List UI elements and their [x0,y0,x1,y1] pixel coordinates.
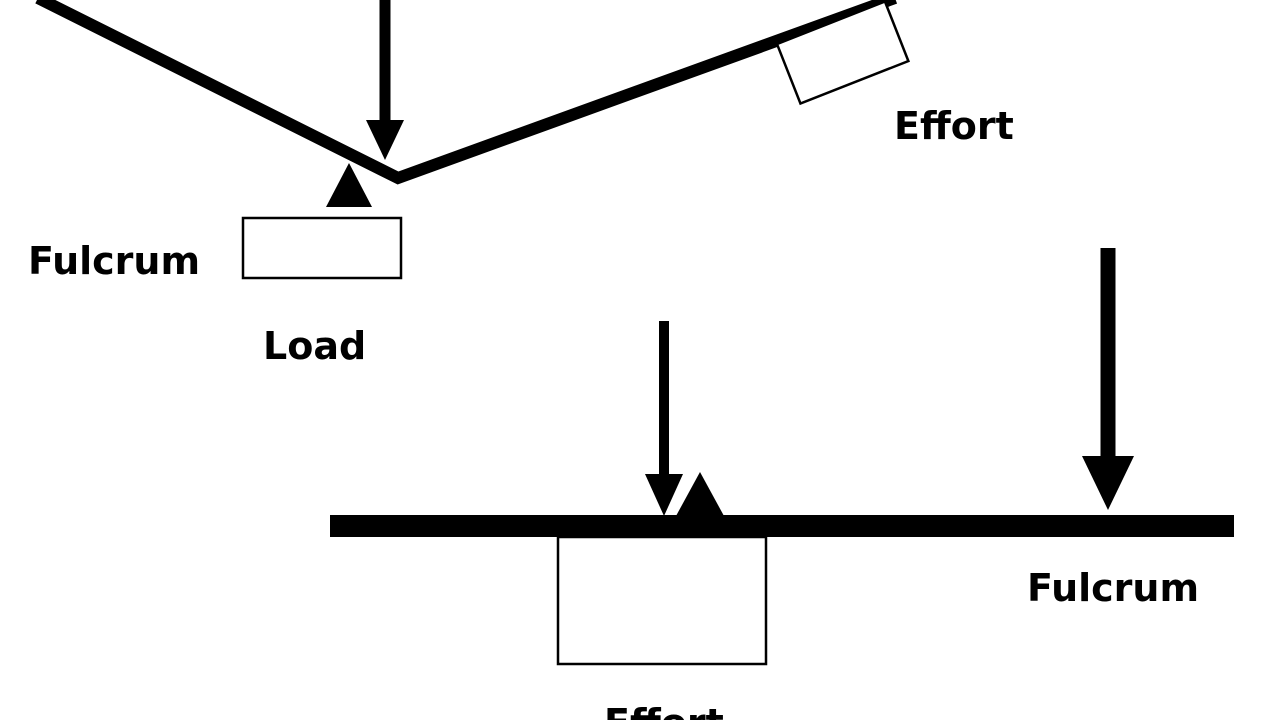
lower-box [556,535,768,666]
upper-effort-label: Effort [894,104,1014,148]
upper-load-box [241,216,403,280]
upper-fulcrum-label: Fulcrum [28,239,200,283]
upper-effort-arrow [366,0,404,160]
upper-effort-box [775,0,911,106]
upper-lever-beam [35,0,898,185]
lower-lever-beam [330,515,1234,537]
lower-effort-label: Effort [604,701,724,720]
upper-lever: Fulcrum Load Effort [28,0,1014,368]
lower-lever: Fulcrum Effort [330,248,1234,720]
lower-fulcrum-label: Fulcrum [1027,566,1199,610]
upper-load-label: Load [263,324,366,368]
upper-fulcrum-triangle [326,163,372,207]
lower-fulcrum-triangle [676,472,724,516]
lower-left-arrow [645,321,683,516]
lower-right-arrow [1082,248,1134,510]
